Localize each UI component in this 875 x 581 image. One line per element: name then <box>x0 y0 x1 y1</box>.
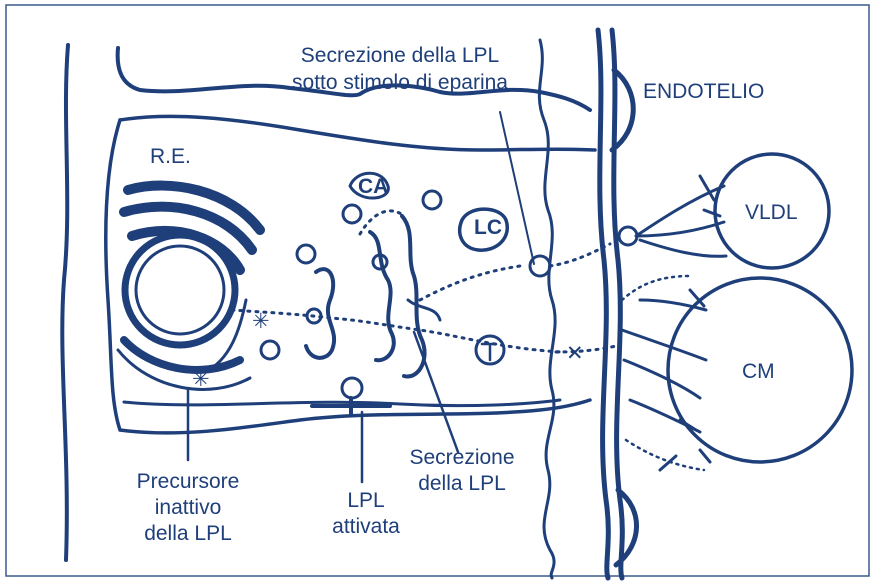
star-marker: ✳ <box>192 368 210 391</box>
star-marker: ✳ <box>252 310 270 333</box>
precursor-label-line3: della LPL <box>144 522 232 545</box>
heparin-label-line2: sotto stimolo di eparina <box>292 71 508 94</box>
re-label: R.E. <box>150 145 191 168</box>
lc-label: LC <box>474 216 502 239</box>
star-marker: ✕ <box>566 342 584 365</box>
precursor-label-line2: inattivo <box>155 496 222 519</box>
precursor-label-line1: Precursore <box>137 470 240 493</box>
cm-label: CM <box>742 360 775 383</box>
vldl-label: VLDL <box>745 201 798 224</box>
secretion-label-line2: della LPL <box>418 472 506 495</box>
lpl-attivata-line2: attivata <box>332 515 400 538</box>
heparin-label-line1: Secrezione della LPL <box>301 44 499 67</box>
ca-label: CA <box>358 175 388 198</box>
endotelio-label: ENDOTELIO <box>643 80 764 103</box>
secretion-label-line1: Secrezione <box>409 446 514 469</box>
lpl-attivata-line1: LPL <box>347 489 384 512</box>
